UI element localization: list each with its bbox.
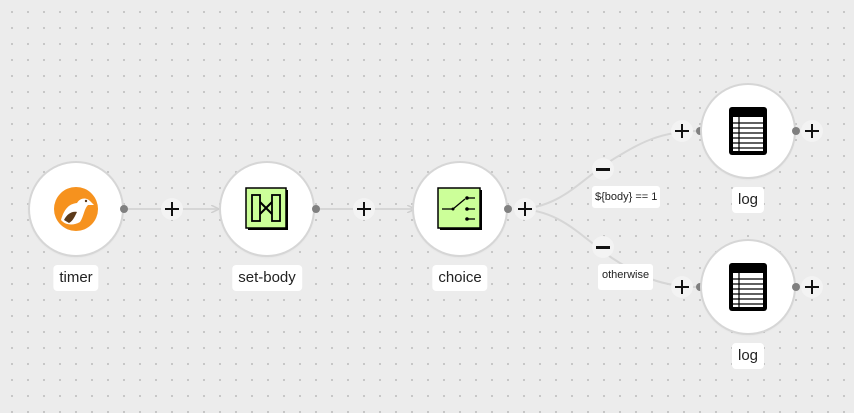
edge-choice-when bbox=[515, 130, 701, 210]
log-when-out-port[interactable] bbox=[792, 127, 800, 135]
log-otherwise-in-port[interactable] bbox=[696, 283, 704, 291]
add-step-before-button[interactable] bbox=[671, 120, 693, 142]
add-step-after-button[interactable] bbox=[801, 120, 823, 142]
node-label-timer: timer bbox=[53, 265, 99, 291]
when-condition-label: ${body} == 1 bbox=[592, 186, 661, 208]
log-icon bbox=[729, 263, 767, 311]
node-label-log: log bbox=[731, 187, 765, 213]
log-otherwise-out-port[interactable] bbox=[792, 283, 800, 291]
add-branch-button[interactable] bbox=[514, 198, 536, 220]
remove-when-branch-button[interactable] bbox=[592, 158, 614, 180]
log-when-in-port[interactable] bbox=[696, 127, 704, 135]
node-label-set-body: set-body bbox=[232, 265, 302, 291]
log-icon bbox=[729, 107, 767, 155]
otherwise-condition-label: otherwise bbox=[598, 264, 654, 290]
node-label-log: log bbox=[731, 343, 765, 369]
set-body-icon bbox=[245, 187, 288, 230]
node-log-otherwise[interactable] bbox=[702, 241, 794, 333]
node-log-when[interactable] bbox=[702, 85, 794, 177]
choice-out-port[interactable] bbox=[504, 205, 512, 213]
add-step-button[interactable] bbox=[161, 198, 183, 220]
node-timer[interactable] bbox=[30, 163, 122, 255]
add-step-before-button[interactable] bbox=[671, 276, 693, 298]
node-choice[interactable] bbox=[414, 163, 506, 255]
set-body-out-port[interactable] bbox=[312, 205, 320, 213]
edge-choice-otherwise bbox=[515, 208, 701, 288]
choice-icon bbox=[437, 187, 482, 230]
add-step-after-button[interactable] bbox=[801, 276, 823, 298]
node-label-choice: choice bbox=[432, 265, 488, 291]
add-step-button[interactable] bbox=[353, 198, 375, 220]
camel-icon bbox=[54, 187, 98, 231]
node-set-body[interactable] bbox=[221, 163, 313, 255]
timer-out-port[interactable] bbox=[120, 205, 128, 213]
remove-otherwise-branch-button[interactable] bbox=[592, 236, 614, 258]
